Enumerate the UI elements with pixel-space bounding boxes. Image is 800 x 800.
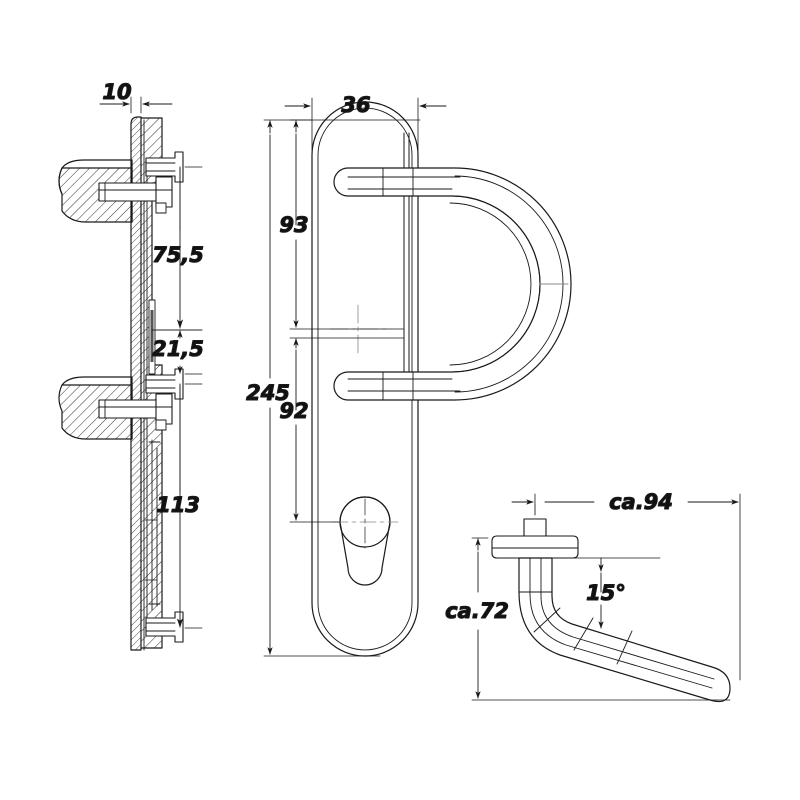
dimension-upper-centre: 93 xyxy=(279,119,421,330)
dimension-lever-angle: 15° xyxy=(551,557,661,629)
dim-label-10: 10 xyxy=(102,80,131,104)
lever-arm xyxy=(518,557,731,703)
dimension-lower-fixing: 113 xyxy=(156,383,203,629)
lever-rosette xyxy=(491,504,579,559)
dimension-plate-width: 36 xyxy=(284,92,447,151)
side-section-view: 10 75,5 21,5 113 xyxy=(58,79,204,651)
dim-label-755: 75,5 xyxy=(152,243,204,267)
dimension-lever-projection: ca.94 xyxy=(511,489,741,681)
inner-cover-plate xyxy=(148,299,156,375)
dimension-total-length: 245 xyxy=(246,119,381,657)
bottom-fixing-boss xyxy=(145,611,184,643)
dim-label-15deg: 15° xyxy=(586,581,626,605)
upper-lever-hub xyxy=(58,159,173,223)
dim-label-ca72: ca.72 xyxy=(445,599,509,623)
dim-label-ca94: ca.94 xyxy=(609,490,673,514)
dim-label-36: 36 xyxy=(341,93,370,117)
dimension-plate-thickness: 10 xyxy=(99,79,173,114)
dimension-lower-centre: 92 xyxy=(279,337,405,523)
lower-lever-hub xyxy=(58,376,173,440)
d-handle xyxy=(333,132,572,401)
dim-label-92: 92 xyxy=(279,399,308,423)
dim-label-245: 245 xyxy=(246,381,290,405)
internal-detail-lines xyxy=(144,439,161,611)
dim-label-215: 21,5 xyxy=(152,337,204,361)
upper-fixing-boss xyxy=(145,151,184,183)
dim-label-113: 113 xyxy=(156,493,200,517)
front-view: 36 93 92 245 xyxy=(246,92,572,657)
dimension-lever-height: ca.72 xyxy=(445,537,731,701)
dim-label-93: 93 xyxy=(279,213,308,237)
lever-top-view: ca.94 ca.72 15° xyxy=(445,489,741,703)
dimension-centre-offset: 21,5 xyxy=(152,329,204,375)
dimension-upper-fixing: 75,5 xyxy=(152,166,204,331)
lower-fixing-boss xyxy=(145,368,184,400)
